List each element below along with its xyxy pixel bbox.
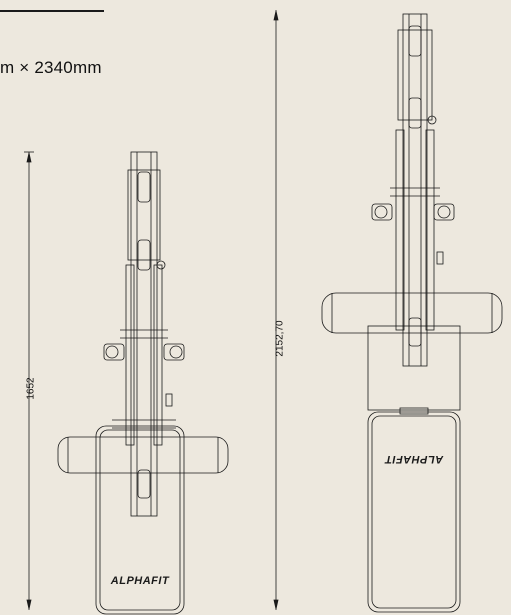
right-machine-drawing — [321, 13, 503, 613]
left-machine-drawing — [57, 151, 229, 615]
right-dimension-line — [273, 10, 279, 610]
right-brand-logo: ALPHAFIT — [384, 453, 444, 465]
left-dimension-line — [24, 151, 34, 610]
right-height-label: 2152,70 — [274, 320, 286, 357]
dimensions-text: m × 2340mm — [0, 58, 102, 77]
left-brand-logo: ALPHAFIT — [110, 575, 170, 587]
left-height-label: 1652 — [25, 377, 37, 400]
header-rule — [0, 10, 104, 12]
